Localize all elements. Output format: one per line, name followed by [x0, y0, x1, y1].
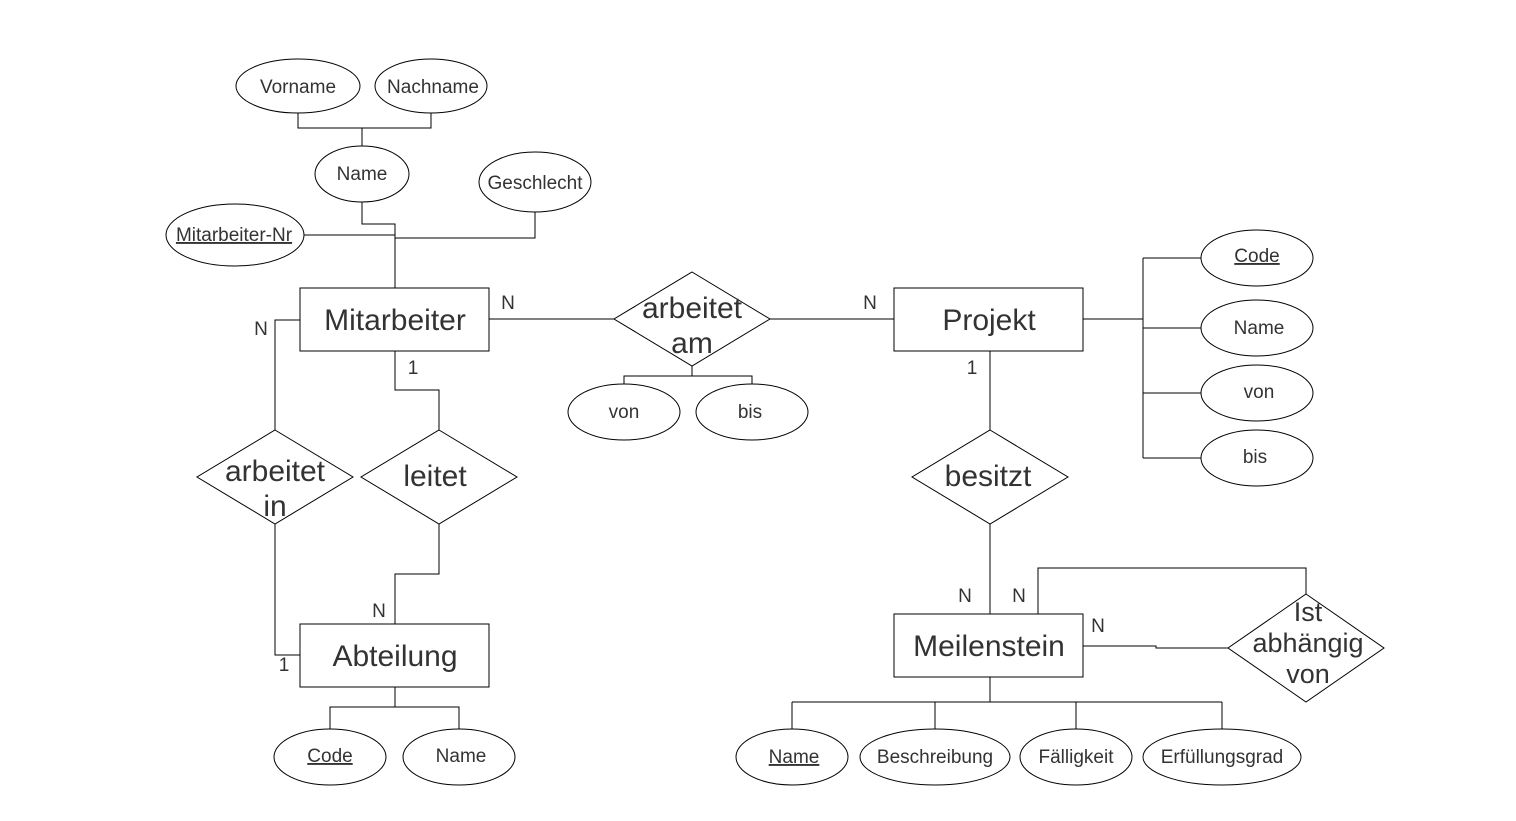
- svg-text:Mitarbeiter-Nr: Mitarbeiter-Nr: [176, 225, 293, 246]
- svg-text:bis: bis: [738, 402, 762, 423]
- svg-text:Beschreibung: Beschreibung: [877, 747, 993, 768]
- svg-text:besitzt: besitzt: [945, 460, 1032, 493]
- relationship-ist-abhaengig-von: Ist abhängig von: [1227, 593, 1385, 703]
- attribute-vorname: Vorname: [235, 58, 361, 114]
- svg-text:von: von: [609, 402, 640, 423]
- cardinality-mitarbeiter-arbeitet-in: N: [254, 319, 268, 340]
- cardinality-meilenstein-besitzt: N: [958, 586, 972, 607]
- entity-projekt: Projekt: [893, 287, 1084, 352]
- cardinality-mitarbeiter-arbeitet-am: N: [501, 293, 515, 314]
- attribute-von-arbeitet-am: von: [567, 383, 681, 441]
- entity-mitarbeiter: Mitarbeiter: [299, 287, 490, 352]
- attribute-name-projekt: Name: [1200, 299, 1314, 357]
- attribute-von-projekt: von: [1200, 364, 1314, 422]
- svg-text:Geschlecht: Geschlecht: [487, 173, 583, 194]
- relationship-besitzt: besitzt: [911, 429, 1069, 525]
- attribute-beschreibung: Beschreibung: [859, 728, 1011, 786]
- svg-text:Name: Name: [769, 747, 820, 768]
- svg-text:Name: Name: [1234, 318, 1285, 339]
- svg-text:bis: bis: [1243, 447, 1267, 468]
- svg-text:Ist: Ist: [1294, 597, 1323, 627]
- svg-text:Name: Name: [337, 164, 388, 185]
- svg-text:Name: Name: [436, 746, 487, 767]
- svg-text:von: von: [1244, 382, 1275, 403]
- cardinality-abteilung-leitet: N: [372, 601, 386, 622]
- svg-text:Erfüllungsgrad: Erfüllungsgrad: [1161, 747, 1284, 768]
- cardinality-abteilung-arbeitet-in: 1: [279, 655, 290, 676]
- svg-text:arbeitet: arbeitet: [642, 292, 743, 325]
- connector-lines: [274, 112, 1307, 730]
- attribute-erfuellungsgrad: Erfüllungsgrad: [1142, 728, 1302, 786]
- attribute-bis-arbeitet-am: bis: [695, 383, 809, 441]
- svg-text:arbeitet: arbeitet: [225, 455, 326, 488]
- svg-text:Abteilung: Abteilung: [332, 640, 457, 673]
- svg-text:von: von: [1286, 659, 1330, 689]
- relationship-leitet: leitet: [360, 429, 518, 525]
- cardinality-projekt-besitzt: 1: [967, 358, 978, 379]
- relationship-arbeitet-am: arbeitet am: [613, 271, 771, 367]
- attribute-faelligkeit: Fälligkeit: [1019, 728, 1133, 786]
- cardinality-projekt-arbeitet-am: N: [863, 293, 877, 314]
- svg-text:Nachname: Nachname: [387, 77, 479, 98]
- svg-text:Mitarbeiter: Mitarbeiter: [324, 304, 466, 337]
- svg-text:Code: Code: [1234, 246, 1279, 267]
- cardinality-meilenstein-abhaengig-right: N: [1091, 616, 1105, 637]
- attribute-code-abteilung: Code: [273, 728, 387, 786]
- entity-abteilung: Abteilung: [299, 623, 490, 688]
- attribute-nachname: Nachname: [374, 58, 488, 114]
- svg-text:in: in: [263, 490, 286, 523]
- attribute-mitarbeiter-nr: Mitarbeiter-Nr: [165, 203, 305, 267]
- svg-text:abhängig: abhängig: [1252, 628, 1363, 658]
- cardinality-labels: N N N 1 1 N 1 N N N: [254, 293, 1105, 676]
- svg-text:Projekt: Projekt: [942, 304, 1036, 337]
- attribute-code-projekt: Code: [1200, 229, 1314, 287]
- svg-text:Fälligkeit: Fälligkeit: [1039, 747, 1115, 768]
- svg-text:am: am: [671, 327, 713, 360]
- relationship-arbeitet-in: arbeitet in: [196, 429, 354, 525]
- svg-text:Vorname: Vorname: [260, 77, 336, 98]
- attribute-name-mitarbeiter: Name: [314, 145, 410, 203]
- attribute-bis-projekt: bis: [1200, 429, 1314, 487]
- svg-text:leitet: leitet: [403, 460, 467, 493]
- svg-text:Code: Code: [307, 746, 352, 767]
- attribute-name-abteilung: Name: [402, 728, 516, 786]
- attribute-name-meilenstein: Name: [735, 728, 849, 786]
- attribute-geschlecht: Geschlecht: [478, 151, 592, 213]
- cardinality-meilenstein-abhaengig-top: N: [1012, 586, 1026, 607]
- svg-text:Meilenstein: Meilenstein: [913, 630, 1065, 663]
- entity-meilenstein: Meilenstein: [893, 613, 1084, 678]
- cardinality-mitarbeiter-leitet: 1: [408, 358, 419, 379]
